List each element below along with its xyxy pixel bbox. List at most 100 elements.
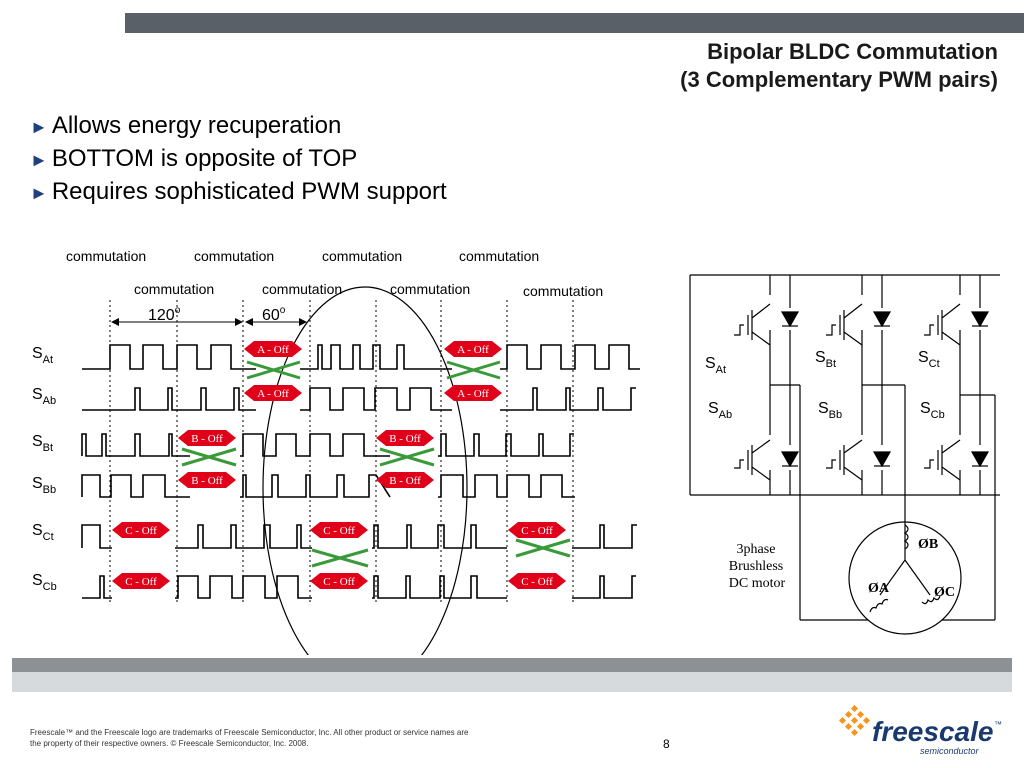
phase-a-label: ØA <box>868 581 890 596</box>
slide-title-line2: (3 Complementary PWM pairs) <box>680 67 998 92</box>
header-bar-notch <box>0 13 125 33</box>
bridge-leg-c <box>924 275 996 620</box>
signal-label-sbb: SBb <box>32 475 56 496</box>
inverter-bridge <box>689 274 1000 635</box>
bullet-item: ►BOTTOM is opposite of TOP <box>30 143 447 176</box>
bridge-label-sbt: SBt <box>815 349 836 370</box>
commutation-label: commutation <box>66 248 146 264</box>
bridge-label-sct: SCt <box>918 349 940 370</box>
slide-title-line1: Bipolar BLDC Commutation <box>707 39 998 64</box>
waveform-sbt <box>81 433 574 457</box>
bridge-label-sat: SAt <box>705 355 726 376</box>
waveform-sbb <box>81 474 575 498</box>
green-arrow <box>311 548 369 568</box>
badge-c-off: C - Off <box>112 573 170 589</box>
freescale-logo-subtitle: semiconductor <box>920 746 979 756</box>
bridge-labels: SAt SBt SCt SAb SBb SCb <box>705 349 945 421</box>
green-arrow <box>515 538 571 558</box>
bullet-text: BOTTOM is opposite of TOP <box>51 145 358 172</box>
waveform-sab <box>82 387 636 411</box>
bullet-arrow-icon: ► <box>30 117 48 137</box>
svg-text:A - Off: A - Off <box>457 388 489 400</box>
slide-title: Bipolar BLDC Commutation (3 Complementar… <box>680 38 998 94</box>
badge-c-off: C - Off <box>508 522 566 538</box>
green-arrow <box>246 360 301 380</box>
signal-label-scb: SCb <box>32 572 57 593</box>
angle-60-value: 60 <box>262 307 280 324</box>
commutation-label: commutation <box>390 281 470 297</box>
freescale-logo-tm: ™ <box>994 720 1002 729</box>
phase-c-label: ØC <box>934 585 955 600</box>
bridge-leg-b <box>826 275 906 520</box>
legal-notice: Freescale™ and the Freescale logo are tr… <box>30 727 510 749</box>
bridge-label-scb: SCb <box>920 400 945 421</box>
badge-a-off: A - Off <box>244 385 302 401</box>
badge-c-off: C - Off <box>310 573 368 589</box>
bridge-leg-a <box>734 275 801 620</box>
waveform-sat <box>82 344 640 370</box>
badge-a-off: A - Off <box>244 341 302 357</box>
waveform-scb <box>82 575 636 599</box>
svg-text:C - Off: C - Off <box>323 576 355 588</box>
signal-label-sct: SCt <box>32 522 54 543</box>
svg-text:A - Off: A - Off <box>257 388 289 400</box>
badge-c-off: C - Off <box>310 522 368 538</box>
angle-120-value: 120 <box>148 307 175 324</box>
commutation-label: commutation <box>194 248 274 264</box>
phase-b-label: ØB <box>918 537 938 552</box>
svg-text:A - Off: A - Off <box>257 344 289 356</box>
waveform-sct <box>81 524 637 549</box>
legal-notice-line2: the property of their respective owners.… <box>30 739 309 748</box>
badge-c-off: C - Off <box>508 573 566 589</box>
motor-label: 3phase Brushless DC motor <box>729 542 786 591</box>
footer-band-light <box>12 672 1012 692</box>
bridge-label-sab: SAb <box>708 400 732 421</box>
green-arrow <box>181 447 237 467</box>
commutation-label: commutation <box>134 281 214 297</box>
svg-text:C - Off: C - Off <box>125 525 157 537</box>
green-arrow <box>446 360 501 380</box>
commutation-label: commutation <box>322 248 402 264</box>
svg-text:B - Off: B - Off <box>191 475 223 487</box>
bullet-list: ►Allows energy recuperation ►BOTTOM is o… <box>30 110 447 209</box>
signal-label-sbt: SBt <box>32 433 53 454</box>
angle-60-label: 60o <box>262 305 286 324</box>
badge-b-off: B - Off <box>376 430 434 446</box>
svg-text:B - Off: B - Off <box>389 475 421 487</box>
commutation-label: commutation <box>523 283 603 299</box>
svg-text:B - Off: B - Off <box>191 433 223 445</box>
bullet-arrow-icon: ► <box>30 183 48 203</box>
swap-arrows <box>181 360 571 568</box>
badge-b-off: B - Off <box>376 472 434 488</box>
commutation-label: commutation <box>459 248 539 264</box>
motor-label-line2: Brushless <box>729 559 783 574</box>
commutation-label: commutation <box>262 281 342 297</box>
off-badges: A - Off A - Off A - Off A - Off B - Off … <box>112 341 566 589</box>
bullet-arrow-icon: ► <box>30 150 48 170</box>
pwm-waveforms <box>81 344 640 599</box>
footer-band-dark <box>12 658 1012 672</box>
badge-b-off: B - Off <box>178 472 236 488</box>
signal-labels: SAt SAb SBt SBb SCt SCb <box>32 345 57 593</box>
freescale-logo-icon <box>838 705 871 737</box>
freescale-logo-text: freescale <box>872 716 994 747</box>
badge-a-off: A - Off <box>444 385 502 401</box>
svg-text:B - Off: B - Off <box>389 433 421 445</box>
bullet-text: Allows energy recuperation <box>51 112 342 139</box>
angle-120-degree: o <box>175 305 181 316</box>
badge-a-off: A - Off <box>444 341 502 357</box>
svg-text:A - Off: A - Off <box>457 344 489 356</box>
bullet-item: ►Allows energy recuperation <box>30 110 447 143</box>
page-number: 8 <box>663 737 670 751</box>
signal-label-sat: SAt <box>32 345 53 366</box>
bullet-item: ►Requires sophisticated PWM support <box>30 176 447 209</box>
angle-60-degree: o <box>280 305 286 316</box>
angle-120-label: 120o <box>148 305 181 324</box>
signal-label-sab: SAb <box>32 386 56 407</box>
legal-notice-line1: Freescale™ and the Freescale logo are tr… <box>30 728 469 737</box>
badge-b-off: B - Off <box>178 430 236 446</box>
green-arrow <box>379 447 435 467</box>
svg-text:C - Off: C - Off <box>521 525 553 537</box>
motor-label-line1: 3phase <box>737 542 776 557</box>
bullet-text: Requires sophisticated PWM support <box>51 178 447 205</box>
